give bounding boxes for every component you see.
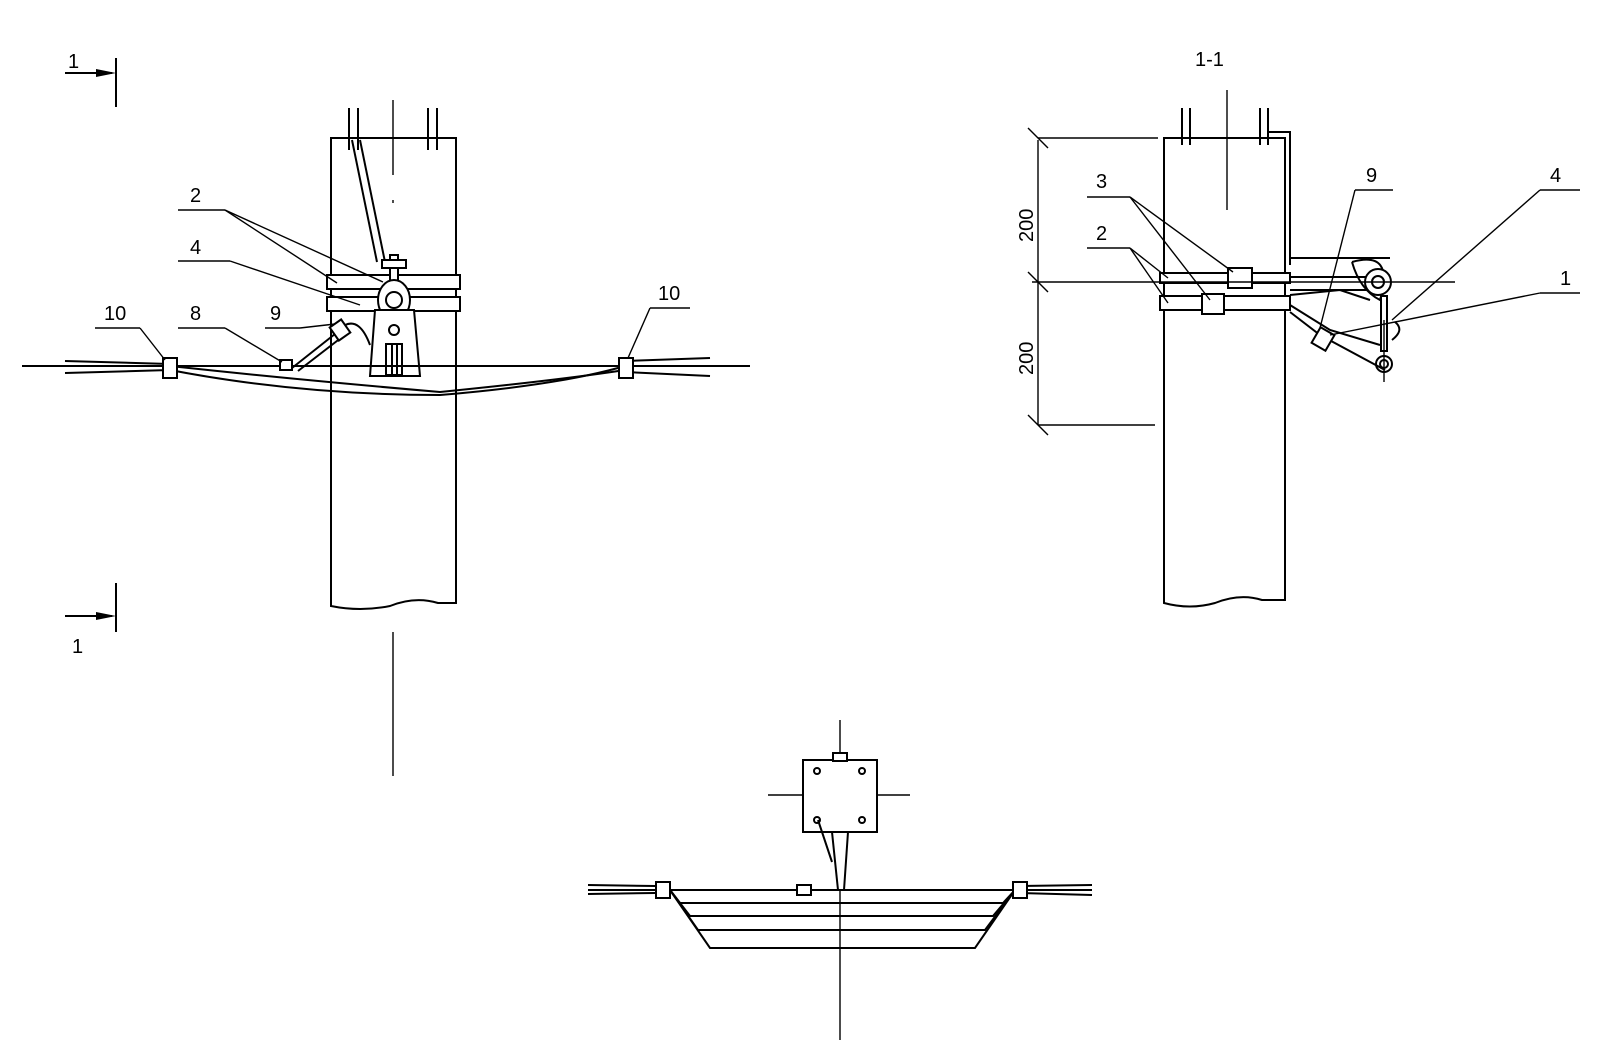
pole — [330, 137, 457, 610]
svg-text:8: 8 — [190, 303, 201, 325]
svg-text:10: 10 — [658, 283, 680, 305]
svg-text:4: 4 — [1550, 165, 1561, 187]
clamp-small — [279, 359, 293, 371]
callout-1-side: 1 — [1329, 268, 1580, 336]
callout-9-side: 9 — [1319, 165, 1393, 329]
section-label-top: 1 — [68, 51, 79, 73]
svg-text:2: 2 — [190, 185, 201, 207]
callout-3: 3 — [1087, 171, 1234, 301]
callout-2-side: 2 — [1087, 223, 1169, 304]
section-mark-bottom: 1 — [65, 583, 117, 658]
dimension: 200 200 — [1016, 127, 1158, 436]
svg-text:4: 4 — [190, 237, 201, 259]
pole-side — [1163, 137, 1286, 608]
callout-9: 9 — [265, 303, 336, 329]
side-view-title: 1-1 — [1195, 49, 1224, 71]
callout-10-left: 10 — [95, 303, 166, 361]
callout-8: 8 — [178, 303, 283, 363]
front-view: 1 1 — [22, 51, 750, 776]
callout-4: 4 — [178, 237, 361, 306]
svg-text:9: 9 — [270, 303, 281, 325]
svg-text:10: 10 — [104, 303, 126, 325]
cable-sag — [669, 889, 1016, 949]
svg-text:1: 1 — [1560, 268, 1571, 290]
callout-4-side: 4 — [1391, 165, 1580, 321]
svg-text:2: 2 — [1096, 223, 1107, 245]
section-mark-top: 1 — [65, 51, 117, 107]
side-view: 1-1 — [1016, 49, 1580, 608]
splice-right — [618, 357, 634, 379]
hanger-arm — [830, 831, 850, 891]
callout-2: 2 — [178, 185, 384, 284]
dim-lower: 200 — [1016, 342, 1038, 375]
dim-upper: 200 — [1016, 209, 1038, 242]
callout-10-right: 10 — [627, 283, 690, 359]
svg-text:9: 9 — [1366, 165, 1377, 187]
plan-view — [587, 720, 1093, 1040]
section-label-bottom: 1 — [72, 636, 83, 658]
splice-left — [162, 357, 178, 379]
svg-text:3: 3 — [1096, 171, 1107, 193]
